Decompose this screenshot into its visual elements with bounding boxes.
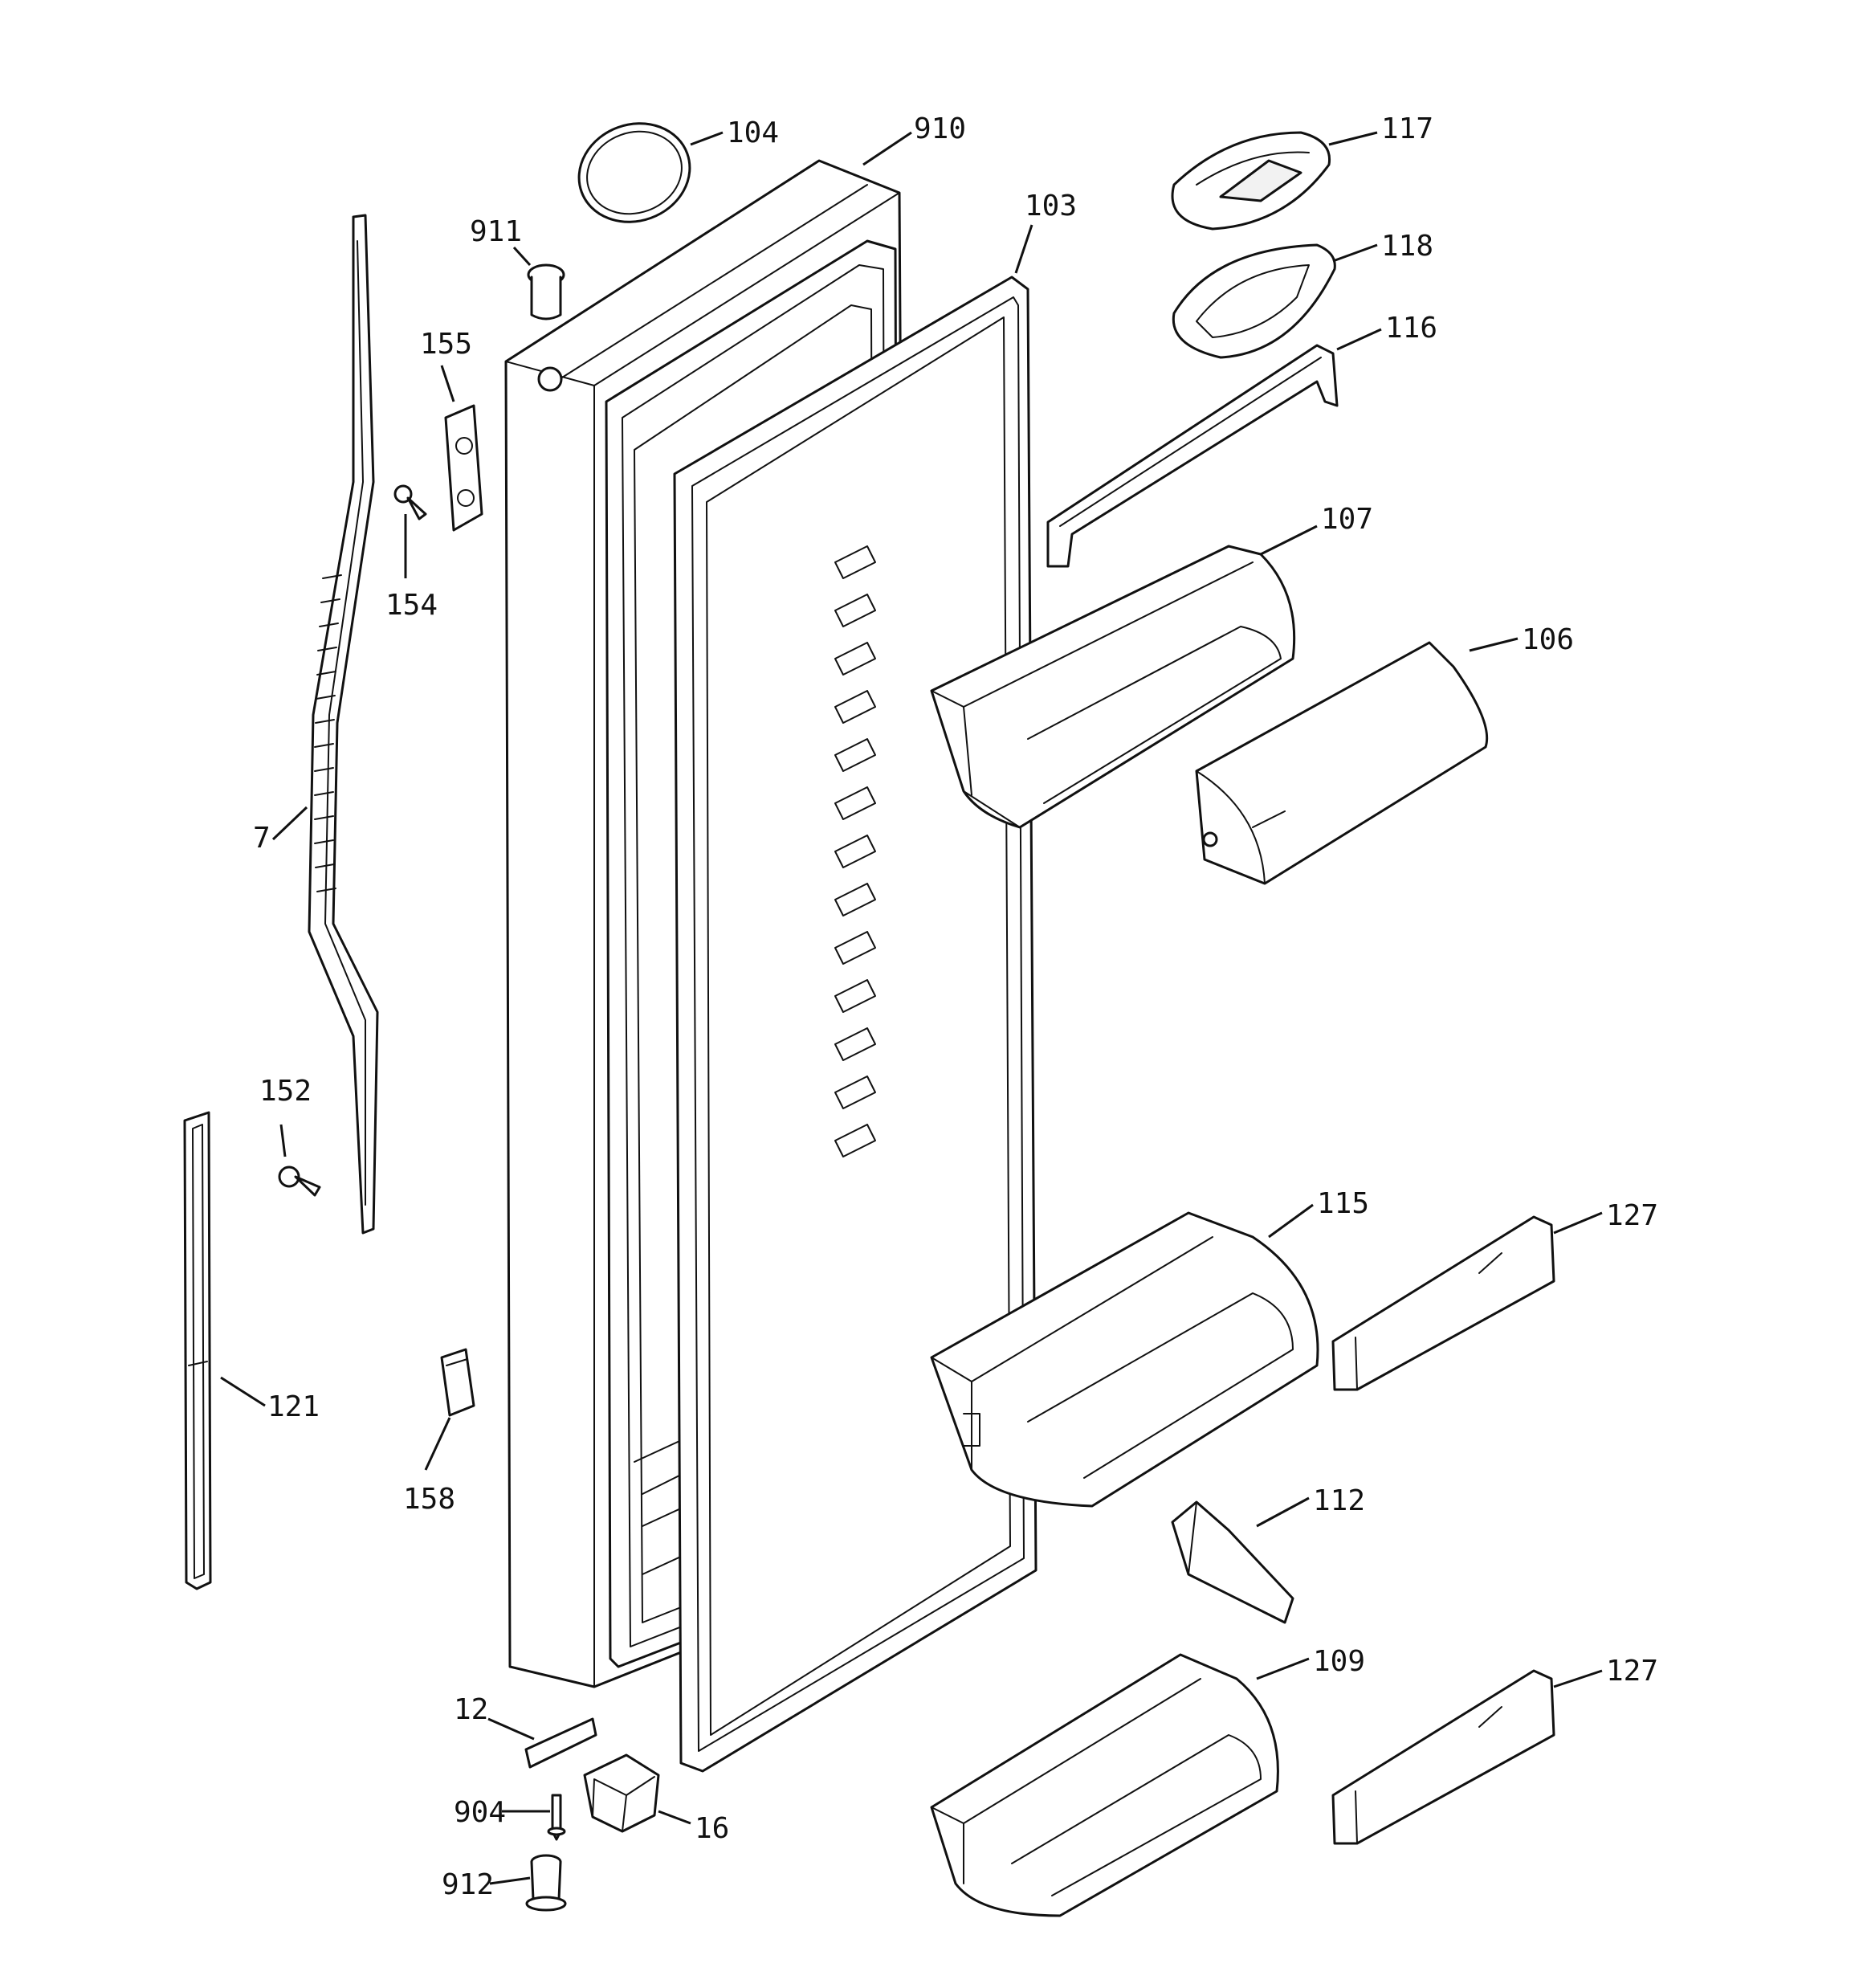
part-115-door-bin xyxy=(930,1211,1319,1508)
label-121: 121 xyxy=(267,1390,320,1423)
label-116: 116 xyxy=(1385,312,1437,345)
part-154-screw xyxy=(393,484,427,520)
label-107: 107 xyxy=(1321,503,1373,536)
part-158-clip xyxy=(440,1348,475,1417)
label-103: 103 xyxy=(1025,190,1077,222)
part-16-hinge-block xyxy=(583,1753,660,1833)
label-127-upper: 127 xyxy=(1606,1199,1658,1232)
part-912-bushing xyxy=(525,1854,567,1912)
part-121-trim-strip xyxy=(183,1111,212,1590)
label-118: 118 xyxy=(1381,230,1433,263)
handle-ribs xyxy=(314,574,342,892)
part-103-gasket xyxy=(673,276,1037,1773)
label-910: 910 xyxy=(914,112,966,145)
part-labels: 104 910 911 103 117 118 116 155 154 107 … xyxy=(253,112,1658,1901)
leader-lines xyxy=(220,131,1603,1885)
label-155: 155 xyxy=(420,328,472,361)
part-152-screw xyxy=(278,1165,321,1197)
part-127-bin-cover-upper xyxy=(1331,1215,1555,1391)
part-7-handle xyxy=(308,214,379,1235)
label-912: 912 xyxy=(442,1868,494,1901)
part-118-dairy-tray xyxy=(1172,243,1336,359)
label-112: 112 xyxy=(1313,1484,1365,1517)
label-904: 904 xyxy=(454,1796,506,1829)
part-116-rail xyxy=(1046,344,1339,568)
part-109-door-bin xyxy=(930,1653,1279,1917)
label-115: 115 xyxy=(1317,1187,1369,1220)
part-155-hinge-bracket xyxy=(444,404,483,532)
label-154: 154 xyxy=(385,589,438,622)
part-911-bushing xyxy=(527,263,565,320)
part-117-dairy-cover xyxy=(1171,131,1331,231)
label-911: 911 xyxy=(470,215,522,248)
label-117: 117 xyxy=(1381,112,1433,145)
part-127-bin-cover-lower xyxy=(1331,1669,1555,1845)
part-904-screw xyxy=(547,1794,566,1841)
label-16: 16 xyxy=(695,1812,729,1845)
part-12-hinge-plate xyxy=(524,1717,597,1769)
label-109: 109 xyxy=(1313,1645,1365,1678)
part-107-door-bin xyxy=(930,545,1296,829)
part-106-bin-cover xyxy=(1195,641,1489,885)
label-127-lower: 127 xyxy=(1606,1655,1658,1688)
part-104-ring xyxy=(577,122,691,223)
label-7: 7 xyxy=(253,822,271,855)
label-158: 158 xyxy=(403,1483,455,1516)
label-152: 152 xyxy=(259,1075,312,1108)
label-104: 104 xyxy=(727,116,779,149)
part-112-divider xyxy=(1171,1500,1294,1624)
shelf-clips xyxy=(834,545,876,1157)
label-12: 12 xyxy=(454,1693,488,1726)
label-106: 106 xyxy=(1522,623,1574,656)
